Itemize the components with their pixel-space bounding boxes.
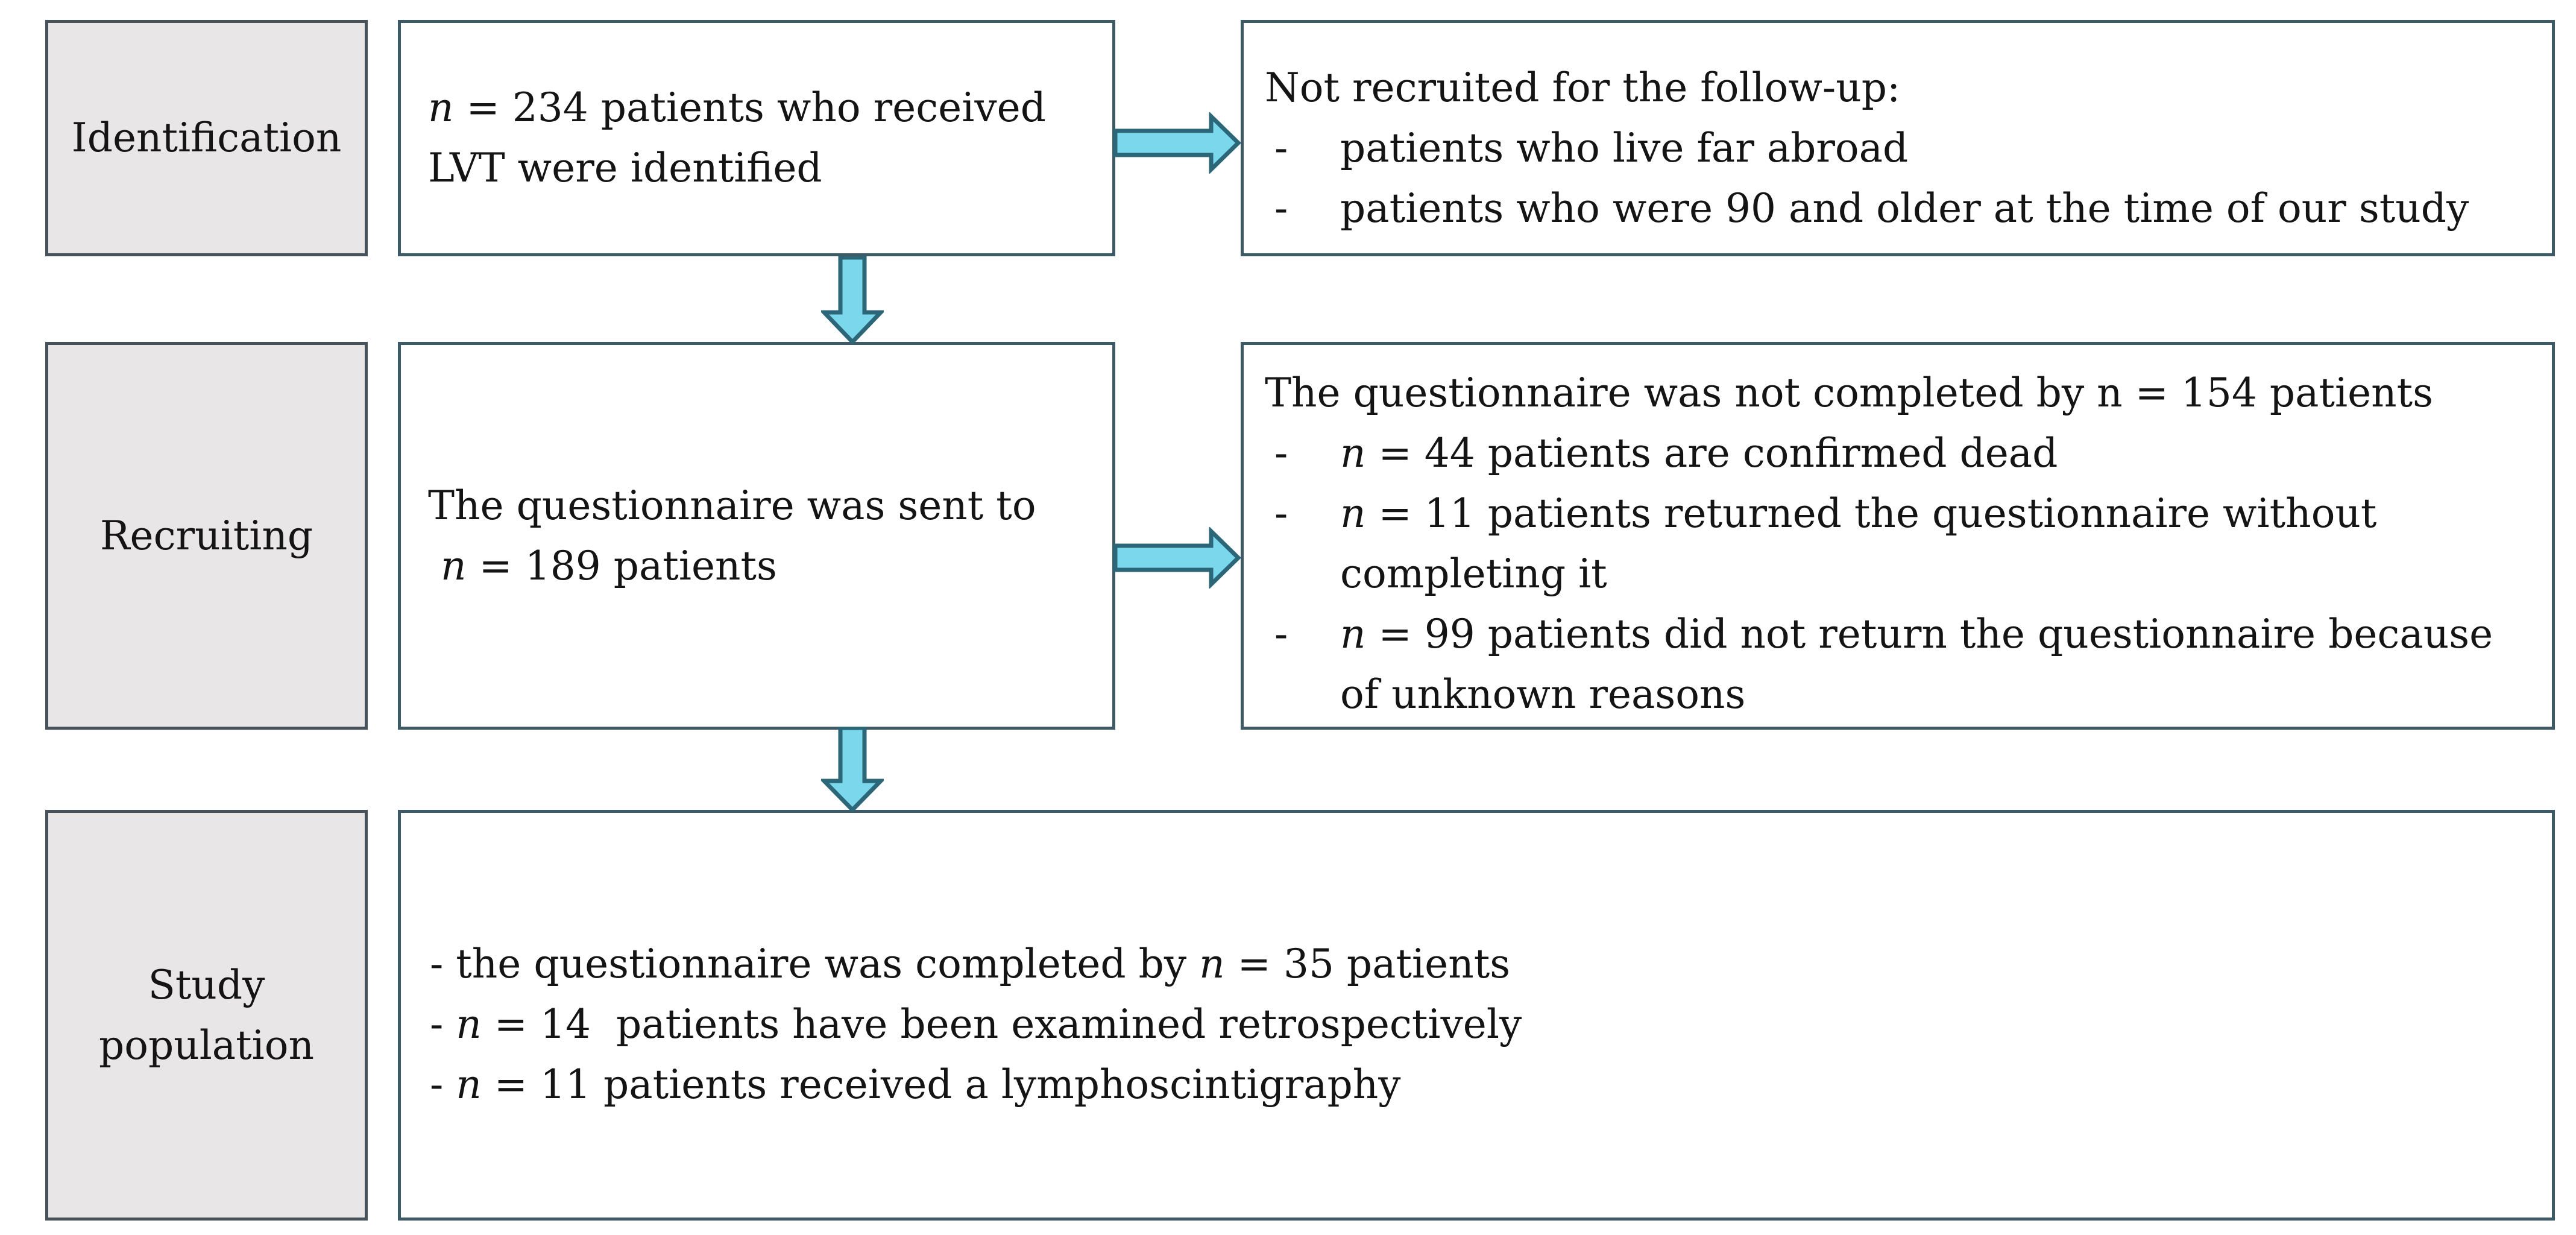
- bullet-item: - patients who were 90 and older at the t…: [1244, 178, 2528, 239]
- box-questionnaire-not-completed: The questionnaire was not completed by n…: [1241, 342, 2555, 730]
- text-line: patients who were 90 and older at the ti…: [1340, 185, 2469, 232]
- bullet-text: n = 44 patients are confirmed dead: [1340, 423, 2528, 484]
- bullet-dash: -: [1274, 430, 1288, 476]
- text-line: - the questionnaire was completed by n =…: [430, 940, 1511, 987]
- stage-box-identification: Identification: [45, 20, 368, 256]
- text-line: n = 234 patients who received: [428, 84, 1046, 131]
- bullet-dash: -: [1274, 125, 1288, 171]
- text-line: The questionnaire was sent to: [428, 482, 1036, 529]
- bullet-dash: -: [1274, 185, 1288, 232]
- text-line: Recruiting: [99, 512, 313, 559]
- text-line: n = 44 patients are confirmed dead: [1340, 430, 2058, 476]
- bullet-item: - n = 11 patients returned the questionna…: [1244, 484, 2528, 604]
- arrow-recruiting-to-study-population: [821, 727, 884, 812]
- text-line: n = 11 patients returned the questionnai…: [1340, 490, 2377, 537]
- box-study-population-results: - the questionnaire was completed by n =…: [398, 810, 2555, 1221]
- italic-n: n: [440, 542, 467, 589]
- block-arrow-down-icon: [821, 727, 884, 812]
- text-line: population: [98, 1022, 315, 1069]
- bullet-item: - n = 44 patients are confirmed dead: [1244, 423, 2528, 484]
- not-completed-heading: The questionnaire was not completed by n…: [1265, 370, 2434, 416]
- italic-n: n: [428, 84, 454, 131]
- italic-n: n: [1340, 490, 1366, 537]
- italic-n: n: [1340, 611, 1366, 657]
- italic-n: n: [456, 1061, 482, 1108]
- text-line: Study: [148, 961, 265, 1008]
- text-line: n = 99 patients did not return the quest…: [1340, 611, 2493, 657]
- text-line: completing it: [1340, 551, 1607, 597]
- arrow-identification-to-recruiting: [821, 256, 884, 344]
- text-line: - n = 14 patients have been examined ret…: [430, 1000, 1522, 1047]
- italic-n: n: [456, 1000, 482, 1047]
- italic-n: n: [1199, 940, 1225, 987]
- text-line: n = 189 patients: [440, 542, 777, 589]
- text-line: of unknown reasons: [1340, 671, 1746, 718]
- bullet-text: n = 11 patients returned the questionnai…: [1340, 484, 2528, 604]
- box-not-recruited: Not recruited for the follow-up: - patien…: [1241, 20, 2555, 256]
- text-line: Identification: [71, 115, 342, 161]
- block-arrow-down-icon: [821, 256, 884, 344]
- not-recruited-bullet-list: - patients who live far abroad - patients w…: [1244, 118, 2528, 239]
- bullet-dash: -: [1274, 611, 1288, 657]
- stage-box-recruiting: Recruiting: [45, 342, 368, 730]
- box-questionnaire-sent: The questionnaire was sent to n = 189 pa…: [398, 342, 1115, 730]
- bullet-text: n = 99 patients did not return the quest…: [1340, 604, 2528, 725]
- bullet-item: - n = 99 patients did not return the ques…: [1244, 604, 2528, 725]
- text-line: - n = 11 patients received a lymphoscint…: [430, 1061, 1401, 1108]
- bullet-text: patients who were 90 and older at the ti…: [1340, 178, 2528, 239]
- stage-box-study-population: Study population: [45, 810, 368, 1221]
- arrow-sent-to-not-completed: [1113, 527, 1242, 589]
- block-arrow-right-icon: [1113, 112, 1242, 174]
- bullet-text: patients who live far abroad: [1340, 118, 2528, 178]
- not-recruited-heading: Not recruited for the follow-up:: [1265, 65, 1901, 111]
- italic-n: n: [1340, 430, 1366, 476]
- not-completed-bullet-list: - n = 44 patients are confirmed dead - n = …: [1244, 423, 2528, 725]
- text-line: patients who live far abroad: [1340, 125, 1909, 171]
- arrow-identified-to-not-recruited: [1113, 112, 1242, 174]
- text-line: LVT were identified: [428, 145, 822, 191]
- bullet-dash: -: [1274, 490, 1288, 537]
- block-arrow-right-icon: [1113, 527, 1242, 589]
- bullet-item: - patients who live far abroad: [1244, 118, 2528, 178]
